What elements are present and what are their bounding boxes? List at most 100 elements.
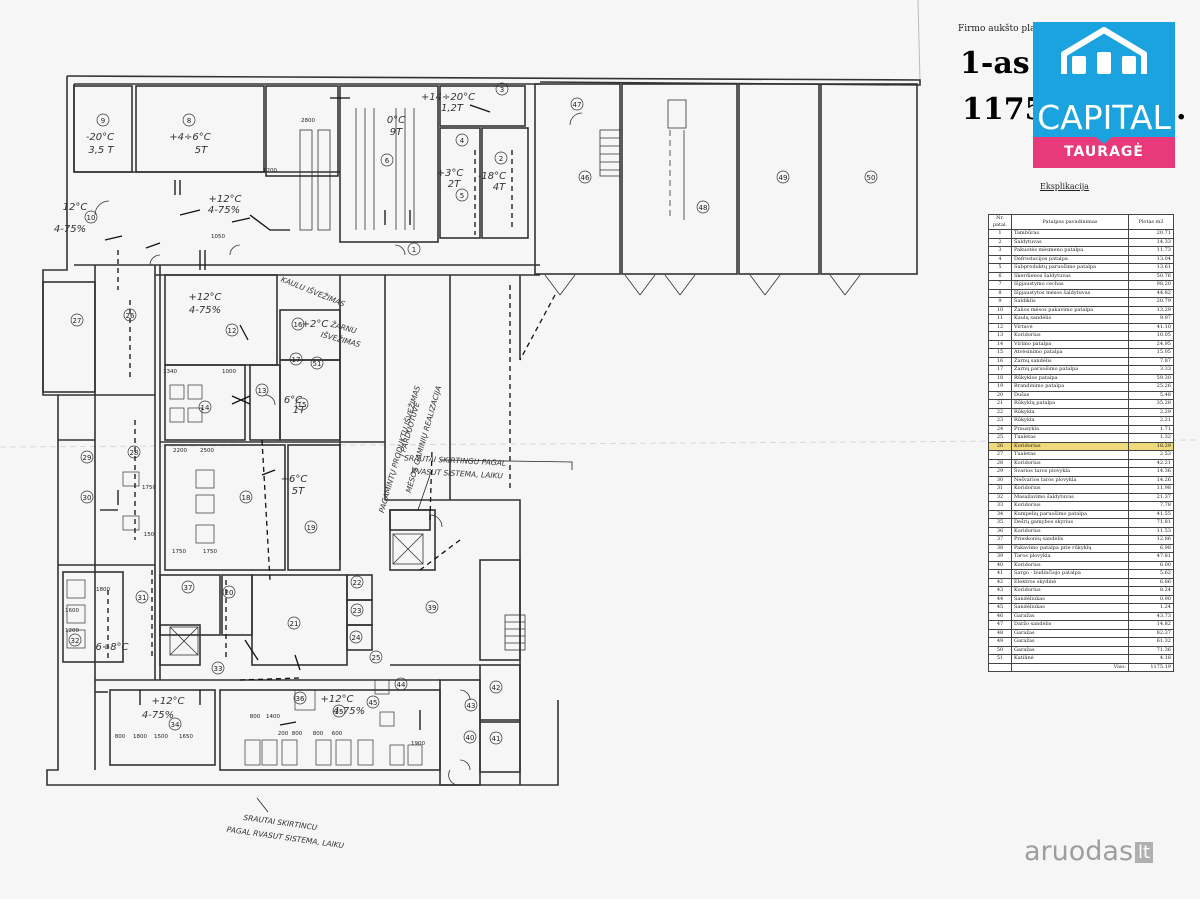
cell-area: 5.62 <box>1128 569 1174 579</box>
cell-area: 98.20 <box>1128 280 1174 290</box>
temperature-label: 5T <box>292 486 305 497</box>
cell-name: Subproduktų paruošimo patalpa <box>1011 263 1129 273</box>
room-number: 42 <box>492 684 501 692</box>
cell-name: Rūkykla <box>1011 407 1129 417</box>
room-number-circle <box>369 650 383 664</box>
cell-nr: 5 <box>988 263 1012 273</box>
cell-name: Masažavimo šaldytuvas <box>1011 492 1129 502</box>
room-number-circle <box>289 352 303 366</box>
cell-area: 3.33 <box>1128 365 1174 375</box>
room-number-circle <box>96 113 110 127</box>
room-number-circle <box>70 313 84 327</box>
room-number-circle <box>495 82 509 96</box>
cell-area: 25.26 <box>1128 382 1174 392</box>
room-number-circle <box>211 661 225 675</box>
cell-nr: 48 <box>988 628 1012 638</box>
cell-name: Garažas <box>1011 611 1129 621</box>
cell-area: 71.81 <box>1128 518 1174 528</box>
cell-name: Garažas <box>1011 645 1129 655</box>
house-icon <box>1061 27 1147 74</box>
cell-name: Dešrų gamybos skyrius <box>1011 518 1129 528</box>
title-period: . <box>1176 92 1187 127</box>
flow-arrows <box>100 97 556 730</box>
cell-name: Defrostacijos patalpa <box>1011 254 1129 264</box>
room-number-circle <box>68 633 82 647</box>
cell-area: 10.05 <box>1128 331 1174 341</box>
temperature-label: -20°C <box>86 132 114 143</box>
cell-nr: 30 <box>988 475 1012 485</box>
logo-brand: CAPITAL <box>1037 98 1171 137</box>
dimension-label: 1750 <box>203 549 217 555</box>
cell-name: Nešvarios taros plovykla <box>1011 475 1129 485</box>
cell-nr: 25 <box>988 433 1012 443</box>
cell-nr: 39 <box>988 552 1012 562</box>
dimension-label: 800 <box>250 714 261 720</box>
dimension-label: 800 <box>313 731 324 737</box>
dimension-label: 600 <box>332 731 343 737</box>
watermark-site: aruodas <box>1024 836 1134 867</box>
room-number: 44 <box>397 681 406 689</box>
cell-name: Koridorius <box>1011 560 1129 570</box>
temperature-label: 4-75% <box>333 706 365 717</box>
cell-nr: 42 <box>988 577 1012 587</box>
cell-nr: 36 <box>988 526 1012 536</box>
room-number: 26 <box>126 312 135 320</box>
dimension-label: 1800 <box>133 734 147 740</box>
dimension-label: 1750 <box>142 485 156 491</box>
temperature-label: +6°C <box>281 474 308 485</box>
cell-nr: 4 <box>988 254 1012 264</box>
cell-area: 1.71 <box>1128 424 1174 434</box>
temperature-label: 1,2T <box>441 103 464 114</box>
cell-name: Koridorius <box>1011 458 1129 468</box>
cell-nr: 12 <box>988 322 1012 332</box>
room-number-circle <box>350 603 364 617</box>
cell-name: Taros plovykla <box>1011 552 1129 562</box>
total-value: 1175.19 <box>1128 662 1174 672</box>
room-number: 1 <box>412 246 416 254</box>
cell-nr: 27 <box>988 450 1012 460</box>
cell-area: 11.53 <box>1128 526 1174 536</box>
room-number-circle <box>123 308 137 322</box>
cell-name: Sargo - budinčiojo patalpa <box>1011 569 1129 579</box>
cell-name: Prausykla <box>1011 424 1129 434</box>
dimension-label: 800 <box>292 731 303 737</box>
room-number: 49 <box>779 174 788 182</box>
cell-nr: 34 <box>988 509 1012 519</box>
cell-area: 47.81 <box>1128 552 1174 562</box>
room-number: 22 <box>353 579 362 587</box>
room-number-circle <box>293 691 307 705</box>
temperature-label: 6÷8°C <box>95 642 128 653</box>
room-number: 29 <box>83 454 92 462</box>
cell-nr: 10 <box>988 305 1012 315</box>
room-number: 31 <box>138 594 147 602</box>
cell-nr: 9 <box>988 297 1012 307</box>
cell-nr: 20 <box>988 390 1012 400</box>
cell-area: 50.76 <box>1128 271 1174 281</box>
dimension-label: 1500 <box>154 734 168 740</box>
cell-nr: 33 <box>988 501 1012 511</box>
cell-nr: 41 <box>988 569 1012 579</box>
cell-nr: 16 <box>988 356 1012 366</box>
room-number: 34 <box>171 721 180 729</box>
cell-name: Sandėliukas <box>1011 594 1129 604</box>
cell-nr: 32 <box>988 492 1012 502</box>
dimension-label: 1750 <box>172 549 186 555</box>
room-number: 41 <box>492 735 501 743</box>
cell-name: Dušas <box>1011 390 1129 400</box>
cell-name: Daržo sandėlis <box>1011 620 1129 630</box>
cell-area: 0.90 <box>1128 594 1174 604</box>
room-number: 28 <box>130 449 139 457</box>
cell-name: Pakuotės mėsmeno patalpa <box>1011 246 1129 256</box>
